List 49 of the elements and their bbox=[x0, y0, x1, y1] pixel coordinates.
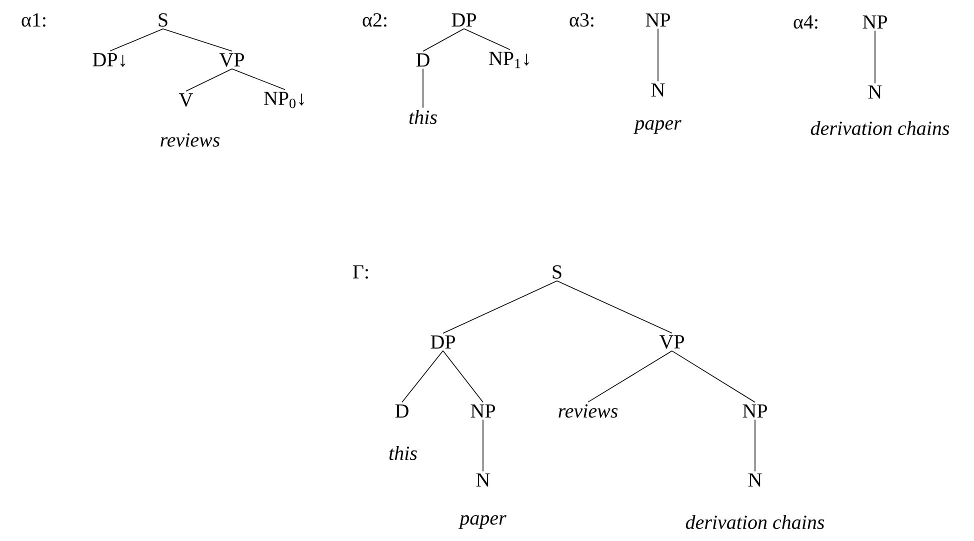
tree-branch bbox=[402, 350, 444, 403]
category-label: DP↓ bbox=[92, 53, 126, 67]
tree-label: α1: bbox=[22, 13, 46, 27]
tree-label: α3: bbox=[570, 13, 594, 27]
tree-branch bbox=[672, 350, 756, 403]
category-label: VP bbox=[219, 53, 244, 67]
category-label: S bbox=[158, 13, 168, 27]
category-label: S bbox=[552, 265, 562, 279]
tree-label: α4: bbox=[794, 15, 818, 29]
word-label: reviews bbox=[160, 133, 220, 147]
category-label: N bbox=[868, 85, 882, 99]
tree-branch bbox=[874, 30, 876, 84]
category-label: NP$_{1}$↓ bbox=[489, 52, 529, 68]
tree-branch bbox=[422, 28, 464, 52]
category-label: V bbox=[179, 93, 193, 107]
tree-branch bbox=[442, 280, 558, 334]
category-label: NP bbox=[742, 404, 767, 418]
category-label: NP$_{0}$↓ bbox=[264, 92, 304, 108]
tree-label: α2: bbox=[362, 13, 386, 27]
tree-branch bbox=[422, 68, 424, 108]
tree-branch bbox=[464, 28, 510, 50]
category-label: NP bbox=[470, 404, 495, 418]
word-label: this bbox=[409, 110, 437, 124]
category-label: VP bbox=[659, 335, 684, 349]
category-label: N bbox=[748, 473, 762, 487]
category-label: D bbox=[395, 404, 408, 418]
word-label: paper bbox=[458, 515, 506, 529]
tree-branch bbox=[442, 350, 484, 403]
tree-branch bbox=[482, 419, 484, 472]
word-label: derivation chains bbox=[686, 514, 824, 530]
tree-branch bbox=[232, 68, 286, 90]
tree-label: Γ: bbox=[353, 265, 368, 279]
word-label: derivation chains bbox=[810, 120, 950, 136]
word-label: reviews bbox=[558, 404, 618, 418]
category-label: N bbox=[651, 83, 665, 97]
tree-branch bbox=[110, 28, 164, 52]
category-label: NP bbox=[646, 13, 670, 27]
word-label: this bbox=[389, 446, 417, 460]
tree-branch bbox=[556, 280, 672, 334]
tree-branch bbox=[186, 68, 232, 92]
word-label: paper bbox=[634, 120, 682, 134]
tree-branch bbox=[588, 350, 672, 402]
category-label: DP bbox=[452, 13, 476, 27]
tree-branch bbox=[754, 419, 756, 472]
category-label: DP bbox=[430, 335, 455, 349]
category-label: N bbox=[476, 473, 490, 487]
tree-branch bbox=[162, 28, 232, 52]
category-label: NP bbox=[862, 15, 887, 29]
category-label: D bbox=[416, 53, 430, 67]
